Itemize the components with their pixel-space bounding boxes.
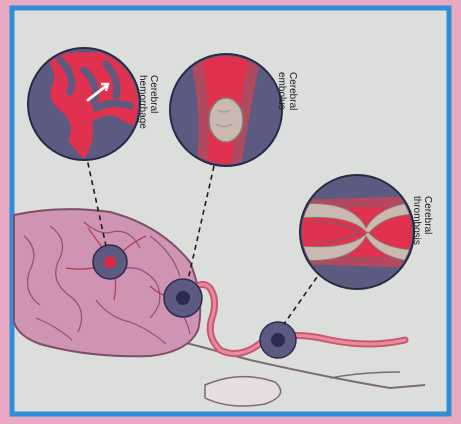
label-cerebral-embolus: Cerebral embolus — [276, 72, 298, 113]
embolus-clot — [209, 98, 243, 142]
ear-outline — [205, 377, 281, 406]
